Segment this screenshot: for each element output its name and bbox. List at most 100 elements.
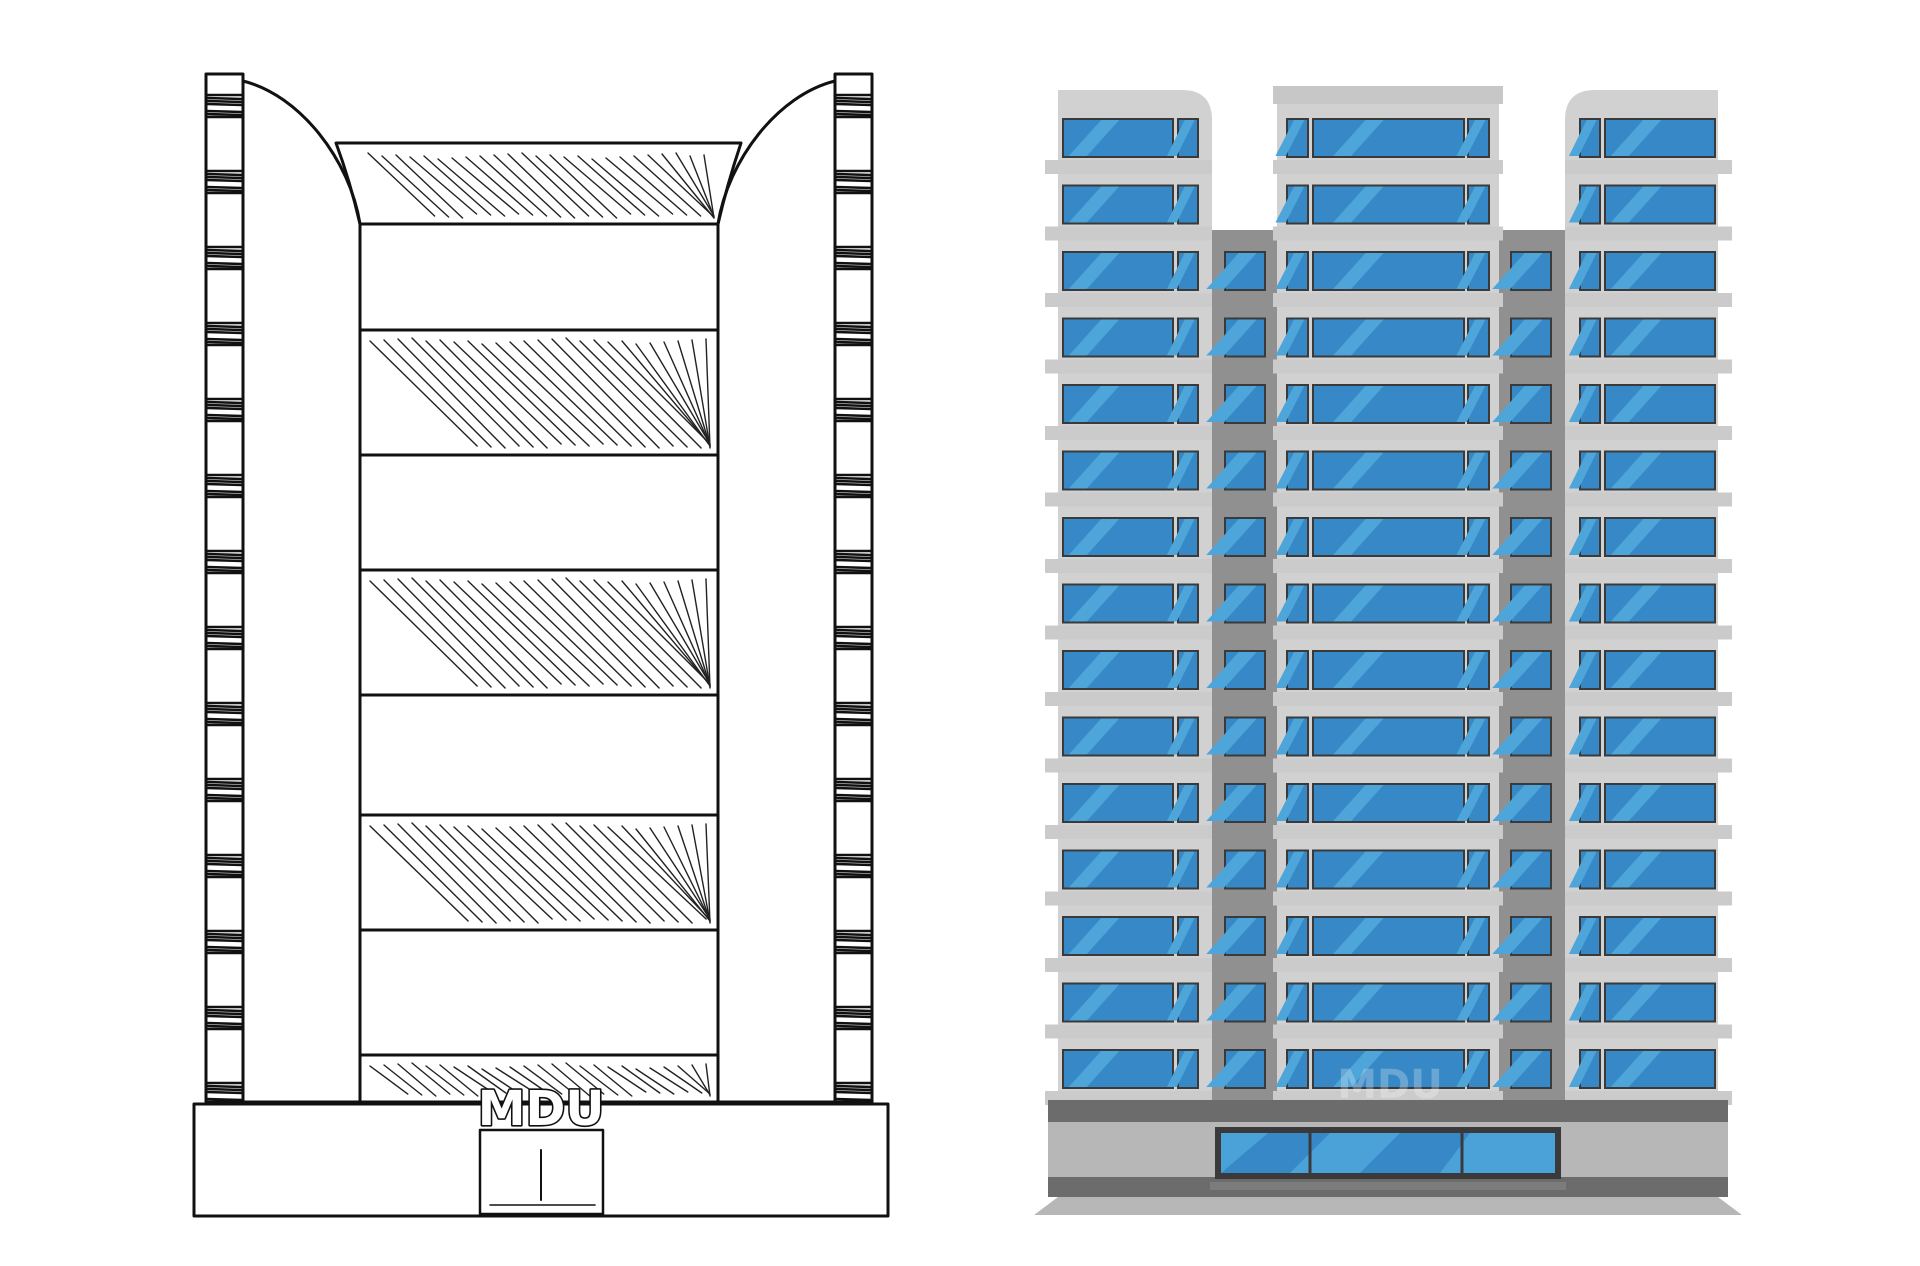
sketch-right-curved-tower	[716, 79, 837, 1104]
base-top-band	[1048, 1100, 1728, 1122]
left-tower-side-window-reflection	[1166, 319, 1195, 356]
sketch-hatch-stroke	[691, 579, 711, 688]
sketch-hatch-stroke	[551, 1063, 591, 1097]
center-tower-window	[1314, 652, 1463, 688]
sketch-strip-shade	[205, 859, 244, 864]
center-tower-slab	[1273, 891, 1503, 906]
sketch-hatch-stroke	[493, 154, 562, 218]
sketch-hatch-stroke	[369, 825, 469, 922]
sketch-strip-shade	[205, 476, 244, 481]
sketch-hatch-stroke	[383, 579, 492, 688]
sketch-hatch-stroke	[677, 340, 711, 447]
right-tower-slab	[1565, 958, 1732, 972]
sketch-strip-shade	[834, 188, 873, 193]
sketch-hatch-stroke	[661, 153, 715, 219]
sketch-strip-shade	[834, 644, 873, 649]
sketch-hatch-stroke	[703, 154, 715, 219]
sketch-hatch-stroke	[397, 823, 497, 924]
sketch-hatch-stroke	[649, 342, 711, 445]
sketch-strip-shade	[834, 704, 873, 709]
right-tower-window-reflection	[1610, 253, 1662, 289]
left-tower-window-reflection	[1068, 652, 1120, 688]
right-tower-side-window-reflection	[1568, 785, 1597, 821]
right-tower-window-reflection	[1610, 785, 1662, 821]
sketch-strip-shade	[834, 796, 873, 801]
sketch-strip-shade	[205, 1087, 244, 1092]
sketch-hatch-stroke	[409, 156, 478, 215]
sketch-hatch-stroke	[551, 578, 660, 689]
right-tower-slab	[1565, 293, 1732, 307]
sketch-hatch-stroke	[411, 577, 520, 687]
sketch-hatch-stroke	[467, 1065, 507, 1094]
right-tower-window-reflection	[1610, 718, 1662, 755]
sketch-hatch-stroke	[607, 341, 711, 445]
sketch-strip-shade	[205, 188, 244, 193]
center-tower-slab	[1273, 492, 1503, 507]
sketch-strip-shade	[834, 707, 873, 712]
right-tower-slab	[1565, 160, 1732, 174]
center-tower-window-reflection	[1333, 519, 1384, 555]
sketch-hatch-stroke	[565, 1062, 605, 1095]
center-tower-side-window-reflection	[1456, 851, 1486, 888]
sketch-strip-shade	[834, 112, 873, 117]
left-tower-slab	[1045, 692, 1212, 706]
right-tower-window-reflection	[1610, 984, 1662, 1021]
entrance-glass-highlight	[1290, 1133, 1400, 1173]
sketch-strip-shade	[205, 1008, 244, 1013]
sketch-strip-shade	[205, 324, 244, 329]
center-tower-slab	[1273, 958, 1503, 972]
sketch-hatch-stroke	[677, 1065, 711, 1095]
center-tower-window-reflection	[1333, 585, 1384, 622]
sketch-hatch-stroke	[689, 155, 715, 218]
sketch-strip-shade	[834, 1021, 873, 1026]
right-tower-slab	[1565, 492, 1732, 507]
sketch-hatch-stroke	[677, 580, 711, 687]
sketch-hatch-stroke	[369, 580, 478, 687]
left-tower-side-window-reflection	[1166, 186, 1195, 223]
left-tower-side-window-reflection	[1166, 851, 1195, 888]
sketch-hatch-stroke	[649, 582, 711, 685]
shadow-column-window-reflection	[1492, 585, 1543, 622]
sketch-strip-shade	[205, 96, 244, 101]
sketch-hatch-stroke	[395, 154, 464, 219]
sketch-hatch-stroke	[551, 338, 660, 449]
center-tower-window-reflection	[1333, 1051, 1384, 1087]
sketch-strip-shade	[834, 261, 873, 266]
sketch-strip-shade	[834, 251, 873, 256]
shadow-column-window-reflection	[1206, 718, 1257, 755]
center-tower-window-reflection	[1333, 452, 1384, 489]
sketch-hatch-stroke	[579, 1065, 619, 1096]
sketch-strip-shade	[834, 403, 873, 408]
sketch-strip-shade	[205, 102, 244, 107]
center-tower-slab	[1273, 559, 1503, 573]
sketch-hatch-stroke	[579, 825, 679, 923]
sketch-strip-shade	[834, 178, 873, 183]
shadow-column-window-reflection	[1492, 652, 1543, 688]
sketch-strip-shade	[205, 1021, 244, 1026]
sketch-strip-shade	[205, 786, 244, 791]
sketch-strip-shade	[205, 935, 244, 940]
center-tower-window	[1314, 851, 1463, 888]
center-tower-slab	[1273, 160, 1503, 174]
sketch-hatch-stroke	[521, 152, 590, 217]
right-tower-slab	[1565, 426, 1732, 440]
sketch-hatch-stroke	[495, 1067, 535, 1093]
sketch-strip-shade	[205, 634, 244, 639]
sketch-hatch-stroke	[383, 1064, 423, 1096]
sketch-strip-shade	[205, 406, 244, 411]
center-tower-window-reflection	[1333, 718, 1384, 755]
sketch-strip-shade	[205, 869, 244, 874]
right-tower-slab	[1565, 625, 1732, 640]
center-tower-side-window-reflection	[1275, 319, 1305, 356]
sketch-strip-shade	[834, 327, 873, 332]
center-tower-side-window-reflection	[1456, 785, 1486, 821]
left-tower-side-window-reflection	[1166, 652, 1195, 688]
left-tower-window-reflection	[1068, 785, 1120, 821]
center-tower-side-window-reflection	[1456, 718, 1486, 755]
sketch-strip-shade	[205, 631, 244, 636]
right-tower-side-window-reflection	[1568, 851, 1597, 888]
right-tower-slab	[1565, 559, 1732, 573]
sketch-hatch-stroke	[691, 339, 711, 448]
sketch-strip-shade	[205, 185, 244, 190]
